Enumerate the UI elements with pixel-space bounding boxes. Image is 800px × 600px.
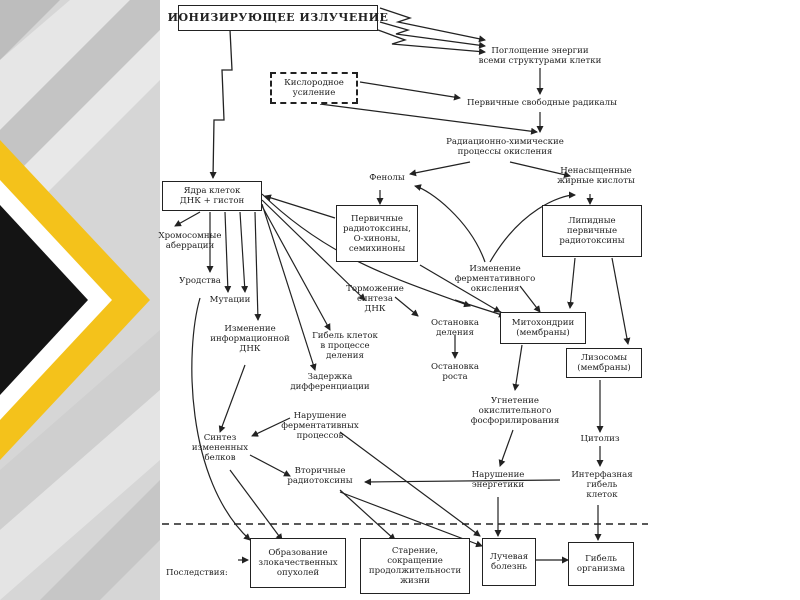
node-energy-disorder: Нарушение энергетики (471, 470, 525, 490)
node-lysosomes: Лизосомы (мембраны) (566, 348, 642, 378)
node-dna-synthesis-inhibition: Торможение синтеза ДНК (346, 284, 404, 314)
node-unsaturated-fatty-acids: Ненасыщенные жирные кислоты (557, 166, 635, 186)
node-energy-absorption: Поглощение энергии всеми структурами кле… (478, 46, 602, 66)
node-oxygen-enhancement: Кислородное усиление (270, 72, 358, 104)
node-division-stop: Остановка деления (431, 318, 479, 338)
node-free-radicals: Первичные свободные радикалы (466, 98, 617, 108)
node-chromosomal-aberrations: Хромосомные аберрации (158, 231, 222, 251)
node-phenols: Фенолы (369, 173, 405, 183)
node-differentiation-delay: Задержка дифференциации (290, 372, 370, 392)
zigzag-radiation-arrows (209, 7, 486, 179)
node-aging-lifespan: Старение, сокращение продолжительности ж… (360, 538, 470, 594)
decorative-chevron-background (0, 0, 160, 600)
node-primary-radiotoxins: Первичные радиотоксины, О-хиноны, семихи… (336, 205, 418, 262)
node-interphase-cell-death: Интерфазная гибель клеток (571, 470, 633, 500)
node-malignant-tumors: Образование злокачественных опухолей (250, 538, 346, 588)
flow-arrows (174, 68, 631, 564)
node-mutations: Мутации (209, 295, 251, 305)
node-radiochemical-oxidation: Радиационно-химические процессы окислени… (446, 137, 564, 157)
node-secondary-radiotoxins: Вторичные радиотоксины (287, 466, 353, 486)
node-dna-info-change: Изменение информационной ДНК (210, 324, 290, 354)
node-ionizing-radiation: ИОНИЗИРУЮЩЕЕ ИЗЛУЧЕНИЕ (168, 5, 388, 31)
node-mitochondria: Митохондрии (мембраны) (500, 312, 586, 344)
node-oxidative-phosphorylation: Угнетение окислительного фосфорилировани… (470, 396, 560, 426)
node-cell-nuclei: Ядра клеток ДНК + гистон (162, 181, 262, 211)
black-chevron-shape (0, 205, 88, 395)
node-altered-protein-synthesis: Синтез измененных белков (191, 433, 249, 463)
node-lipid-radiotoxins: Липидные первичные радиотоксины (542, 205, 642, 257)
node-organism-death: Гибель организма (568, 542, 634, 586)
node-enzymatic-oxidation-change: Изменение ферментативного окисления (454, 264, 536, 294)
node-growth-stop: Остановка роста (431, 362, 479, 382)
node-cell-death-division: Гибель клеток в процессе деления (312, 331, 378, 361)
consequences-label: Последствия: (166, 568, 228, 578)
node-cytolysis: Цитолиз (580, 434, 620, 444)
node-deformities: Уродства (179, 276, 221, 286)
node-radiation-sickness: Лучевая болезнь (482, 538, 536, 586)
node-enzymatic-disorder: Нарушение ферментативных процессов (281, 411, 359, 441)
